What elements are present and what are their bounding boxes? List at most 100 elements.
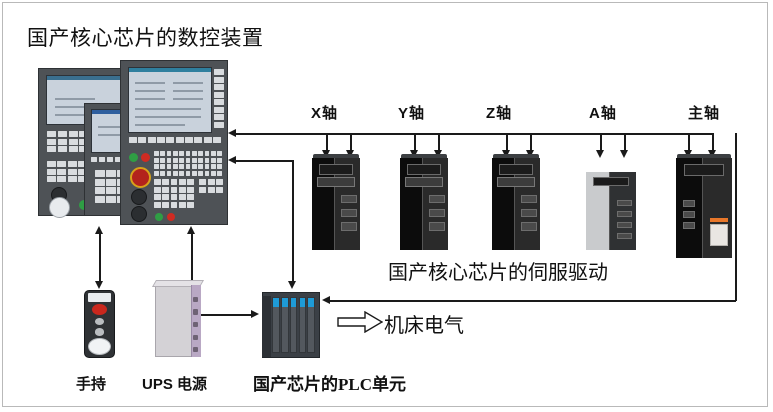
ups-connector-strip [190,285,201,357]
screen-line [135,116,201,118]
spindle-drive-rating-label [709,218,728,222]
handheld-to-cnc-line [99,232,101,282]
ups-to-cnc-arrow [187,226,195,234]
servo-drive-y-axis [400,154,448,250]
screen-line [55,114,85,116]
drive-port [617,232,632,240]
screen-line [55,106,110,108]
drive-port [682,200,696,207]
plc-io-module [289,297,298,353]
drop-arrow-a-2 [620,150,628,158]
spindle-drive-nameplate [709,224,728,246]
plc-module-led [290,298,297,307]
drop-line [712,133,714,151]
handheld-pendant [84,290,115,358]
drive-seven-segment [496,177,536,188]
ups-vent [192,296,199,302]
drive-heatsink [586,172,609,250]
ups-vent [192,346,199,352]
plc-unit [262,292,320,358]
ups-caption: UPS 电源 [142,376,208,393]
cnc-aux-keys[interactable] [199,179,223,193]
cnc-override-knob-1[interactable] [131,189,147,205]
servo-bus-arrow-to-cnc [228,129,236,137]
handheld-caption: 手持 [76,376,107,393]
cnc-numeric-keypad[interactable] [154,179,194,208]
cnc-power-on-button[interactable] [155,213,163,221]
page-title: 国产核心芯片的数控装置 [27,26,264,50]
pendant-handwheel[interactable] [87,337,112,356]
plc-power-module [262,296,271,357]
cnc-cycle-start-button[interactable] [129,153,138,162]
drive-port [520,208,538,217]
drive-port [428,208,446,217]
cnc-power-off-button[interactable] [167,213,175,221]
plc-io-module [272,297,280,353]
drive-port [520,194,538,204]
cnc-feed-hold-button[interactable] [141,153,150,162]
ups-vent [192,322,199,328]
pendant-emergency-stop-button[interactable] [92,304,107,316]
ups-power-supply [151,280,205,357]
cnc-control-unit [38,60,228,225]
drive-port [340,208,358,217]
plc-io-module [298,297,307,353]
drop-line [414,133,416,151]
handheld-link-arrow-down [95,281,103,289]
axis-label-a: A轴 [589,105,617,122]
pendant-button[interactable] [94,328,105,336]
pendant-display [88,292,111,302]
drive-port [340,222,358,231]
screen-line [135,98,165,100]
pendant-button[interactable] [94,317,105,326]
servo-drive-spindle [676,154,732,258]
cnc-screen-main [128,67,212,133]
screen-line [135,90,165,92]
drop-line [506,133,508,151]
cnc-vertical-softkeys[interactable] [214,69,224,128]
screen-line [98,126,130,128]
screen-line [173,98,203,100]
cnc-keypad-left-lower[interactable] [47,161,87,182]
drop-line [438,133,440,151]
cnc-horizontal-softkeys[interactable] [129,137,221,143]
drive-display [593,176,629,187]
drive-top-cap [400,154,448,159]
plc-io-module [307,297,315,353]
plc-to-cnc-vertical [292,160,294,282]
return-bus-arrow-to-plc [322,296,330,304]
ups-to-plc-line [200,314,252,316]
drive-port [428,222,446,231]
drop-line [688,133,690,151]
drop-line [624,133,626,151]
screen-line [135,82,165,84]
cnc-dial-left[interactable] [49,197,70,218]
drive-port [682,222,696,229]
plc-io-module [281,297,289,353]
plc-module-led [282,298,288,307]
drop-line [350,133,352,151]
drive-top-cap [312,154,360,159]
servo-drive-a-axis [586,172,636,250]
ups-to-plc-arrow [251,310,259,318]
plc-module-led [273,298,279,307]
handheld-link-arrow-up [95,226,103,234]
cnc-emergency-stop-button[interactable] [130,167,151,188]
cnc-panel-main [120,60,228,225]
screen-line [55,98,95,100]
spindle-return-bus-vertical [735,133,737,301]
drive-display [498,163,534,175]
drive-port [428,194,446,204]
spindle-return-bus-horizontal [330,300,736,302]
drive-display [318,163,354,175]
drive-display [406,163,442,175]
plc-module-led [299,298,306,307]
cnc-override-knob-2[interactable] [131,206,147,222]
diagram-border [2,2,768,407]
cnc-main-keyboard[interactable] [154,151,222,176]
drive-top-cap [492,154,540,159]
drive-port [617,211,632,218]
screen-line [135,124,185,126]
screen-titlebar [47,76,121,80]
screen-line [135,108,201,110]
